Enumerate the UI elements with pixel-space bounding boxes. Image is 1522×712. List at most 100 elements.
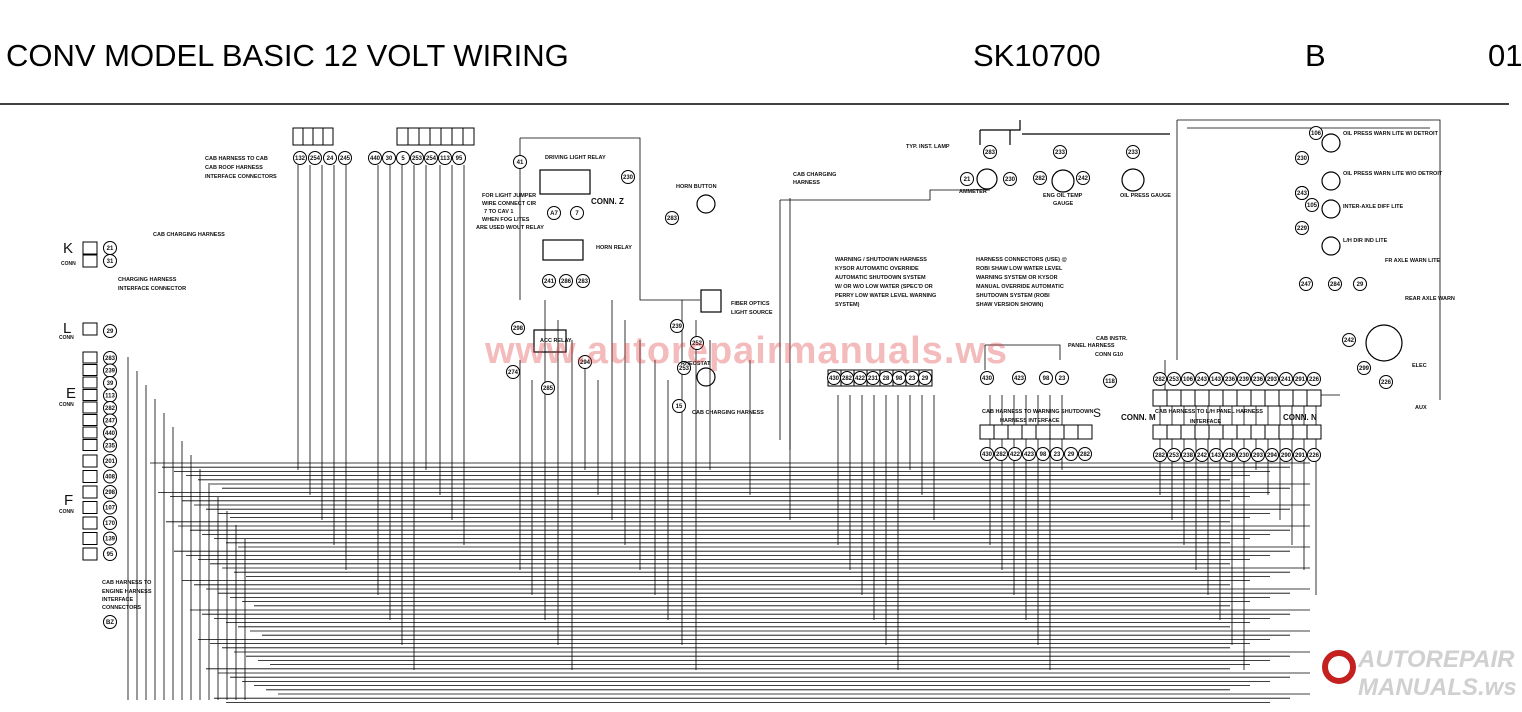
lbl-hc0: HARNESS CONNECTORS (USE) @ — [976, 257, 1067, 263]
node-panel-top-1-label: 253 — [1169, 377, 1180, 383]
roof-pin — [429, 127, 442, 146]
lbl-horn-button: HORN BUTTON — [676, 184, 717, 190]
node-e-6: 440 — [103, 426, 117, 440]
node-e-7: 235 — [103, 438, 117, 453]
lh-dir-lamp — [1321, 236, 1341, 256]
node-panel-bot-11-label: 226 — [1309, 453, 1320, 459]
node-harn-3-label: 23 — [1059, 376, 1066, 382]
node-warn-4: 28 — [879, 371, 893, 385]
lbl-conn-n: CONN. N — [1283, 413, 1317, 422]
lbl-rear-axle: REAR AXLE WARN — [1405, 296, 1455, 302]
panel-pin — [1166, 424, 1182, 440]
harness-bus — [150, 462, 1310, 703]
lbl-conn-m: CONN. M — [1121, 413, 1156, 422]
node-drv-1: 230 — [621, 170, 635, 184]
node-panel-top-0-label: 282 — [1155, 377, 1166, 383]
node-roof-right-5-label: 113 — [440, 156, 450, 162]
node-horn-2-label: 286 — [561, 279, 572, 285]
gauge-symbols — [533, 120, 1403, 387]
logo-mark-icon — [1322, 650, 1356, 684]
roof-pin — [407, 127, 420, 146]
node-misc-5: 226 — [1379, 375, 1393, 389]
shutdown-pin — [1049, 424, 1065, 440]
node-f-1-label: 408 — [105, 475, 116, 481]
node-fiber-0-label: 239 — [672, 324, 683, 330]
conn-k-pin — [82, 254, 98, 268]
node-f-0-label: 201 — [105, 459, 116, 465]
inter-axle-lamp — [1321, 199, 1341, 219]
node-l-0: 29 — [103, 324, 117, 338]
gauge-link — [979, 120, 1170, 145]
node-misc-6: 118 — [1103, 374, 1117, 388]
panel-pin — [1194, 424, 1210, 440]
node-horn-1: 241 — [542, 274, 556, 288]
node-roof-right-3: 253 — [410, 151, 424, 165]
panel-pin — [1264, 424, 1280, 440]
node-e-4-label: 282 — [105, 406, 116, 412]
node-panel-top-0: 282 — [1153, 372, 1167, 386]
lbl-cab-charging: CAB CHARGING HARNESS — [153, 232, 225, 238]
node-gauge-4: 282 — [1033, 171, 1047, 185]
node-roof-right-1-label: 30 — [386, 156, 393, 162]
horn-button-symbol — [696, 194, 716, 214]
node-misc-6-label: 118 — [1105, 379, 1115, 385]
node-e-6-label: 440 — [105, 431, 116, 437]
lbl-hc4: SHUTDOWN SYSTEM (ROBI — [976, 293, 1050, 299]
lbl-conn-s: S — [1093, 406, 1101, 420]
node-drv-2: A7 — [547, 206, 561, 220]
node-fiber-1: 252 — [690, 336, 704, 350]
oil-press-gauge — [1121, 168, 1145, 192]
node-e-2: 39 — [103, 376, 117, 390]
node-panel-top-8: 293 — [1265, 372, 1279, 386]
node-panel-bot-1: 253 — [1167, 448, 1181, 462]
shutdown-pin — [993, 424, 1009, 440]
lbl-rheostat: RHEOSTAT — [681, 361, 711, 367]
node-harn-1-label: 423 — [1014, 376, 1025, 382]
conn-e-pin — [82, 426, 98, 439]
panel-pin — [1180, 424, 1196, 440]
node-f-0: 201 — [103, 454, 117, 468]
conn-e-pin — [82, 364, 98, 376]
node-right-1-label: 230 — [1297, 156, 1308, 162]
node-right-3-label: 243 — [1297, 191, 1308, 197]
panel-pin — [1236, 389, 1252, 407]
lbl-fiber-optics: FIBER OPTICS — [731, 301, 770, 307]
node-roof-right-0-label: 440 — [370, 156, 381, 162]
conn-e-pin — [82, 414, 98, 426]
roof-pin — [302, 127, 314, 146]
node-roof-right-2: 5 — [396, 151, 410, 165]
node-misc-1-label: 284 — [1330, 282, 1341, 288]
node-fiber-1-label: 252 — [692, 341, 703, 347]
node-panel-top-5: 236 — [1223, 372, 1237, 386]
node-misc-3-label: 242 — [1344, 338, 1355, 344]
revision-letter: B — [1305, 38, 1326, 73]
conn-f-label: CONN — [59, 509, 74, 515]
node-roof-left-3-label: 245 — [340, 156, 351, 162]
node-f-5: 139 — [103, 531, 117, 546]
node-misc-1: 284 — [1328, 277, 1342, 291]
node-e-7-label: 235 — [105, 444, 116, 450]
conn-f-pin — [82, 547, 98, 561]
lbl-cab-charging-2: CAB CHARGING HARNESS — [692, 410, 764, 416]
conn-k-pin — [82, 241, 98, 255]
node-k-0-label: 21 — [107, 246, 114, 252]
oil-temp-gauge — [1051, 169, 1075, 193]
node-right-4-label: 105 — [1307, 203, 1318, 209]
roof-pin — [322, 127, 334, 146]
node-fiber-0: 239 — [670, 319, 684, 333]
node-panel-top-11-label: 226 — [1309, 377, 1320, 383]
lbl-elec: ELEC — [1412, 363, 1427, 369]
node-panel-bot-0-label: 282 — [1155, 453, 1166, 459]
node-gauge-0: 283 — [983, 145, 997, 159]
lbl-connectors: CONNECTORS — [102, 605, 141, 611]
lbl-panel-harness: PANEL HARNESS — [1068, 343, 1115, 349]
node-f-2-label: 298 — [105, 490, 116, 496]
node-drv-2-label: A7 — [550, 211, 558, 217]
feeder-wire — [984, 344, 1340, 396]
lbl-harness-interface: HARNESS INTERFACE — [1000, 418, 1060, 424]
node-right-0: 106 — [1309, 126, 1323, 140]
conn-f-pin — [82, 516, 98, 530]
lbl-hc3: MANUAL OVERRIDE AUTOMATIC — [976, 284, 1064, 290]
node-right-1: 230 — [1295, 151, 1309, 165]
